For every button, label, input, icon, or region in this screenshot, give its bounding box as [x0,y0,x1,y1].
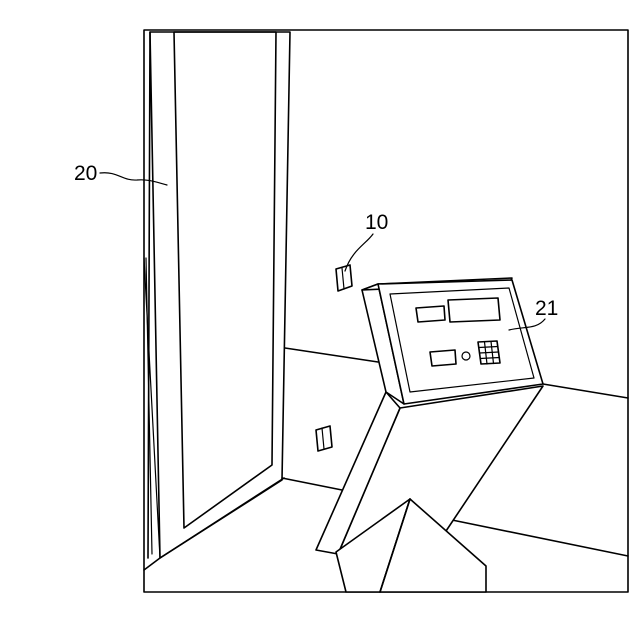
floor-corner-line [282,478,352,492]
door-edge [148,32,150,558]
door-outer-frame [150,32,290,558]
console [316,278,543,554]
console-display-small [416,306,445,322]
wall-sensor [336,265,352,291]
door [144,32,290,570]
console-panel [378,280,543,404]
console-display-main [448,298,500,322]
console-keypad [478,341,500,364]
door-bottom [144,478,284,570]
floor-front-line [452,520,628,556]
ref-label-console: 21 [535,297,558,320]
console-card-slot [430,350,456,366]
wall-outlet [316,426,332,451]
leader-door [100,173,167,185]
door-inner-panel [174,32,276,528]
ref-label-door: 20 [74,162,97,185]
ref-label-sensor: 10 [365,211,388,234]
floor-wall-line-right [543,384,628,398]
floor-wall-line-left [285,348,378,362]
